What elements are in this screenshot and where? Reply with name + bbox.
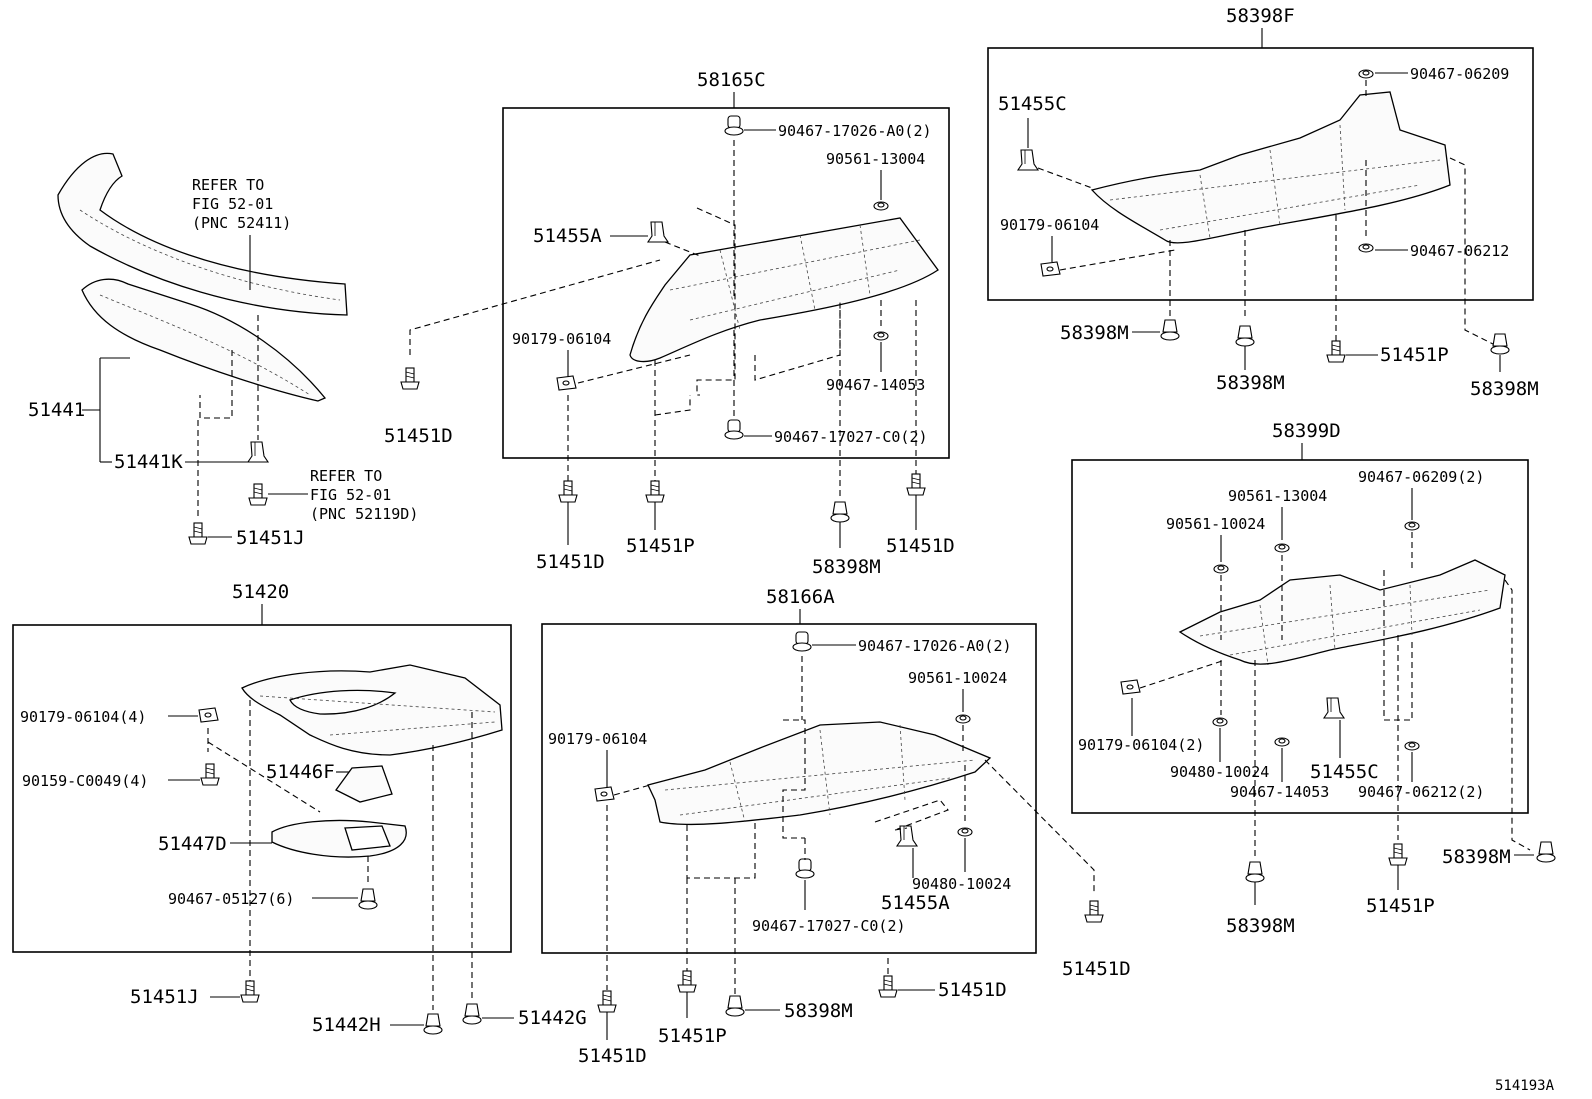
ref2-line2: FIG 52-01 xyxy=(310,486,391,504)
label-90467-06212-f: 90467-06212 xyxy=(1410,242,1509,260)
label-58398M-f2: 58398M xyxy=(1216,372,1285,394)
ref1-line2: FIG 52-01 xyxy=(192,195,273,213)
label-90561-10024-m: 90561-10024 xyxy=(908,669,1007,687)
label-51442G: 51442G xyxy=(518,1007,587,1029)
group-58166A: 58166A 90467-17026-A0(2) 90561-10024 901… xyxy=(541,586,1037,954)
label-90561-13004-d: 90561-13004 xyxy=(1228,487,1327,505)
label-90561-10024-d: 90561-10024 xyxy=(1166,515,1265,533)
label-51455C-f: 51455C xyxy=(998,93,1067,115)
label-58398M-f3: 58398M xyxy=(1470,378,1539,400)
label-51451J-top: 51451J xyxy=(236,527,305,549)
label-51451D-bot-m: 51451D xyxy=(578,1045,647,1067)
label-90480-10024-m: 90480-10024 xyxy=(912,875,1011,893)
ref2-line3: (PNC 52119D) xyxy=(310,505,418,523)
label-90179-06104-m: 90179-06104 xyxy=(548,730,647,748)
label-51446F: 51446F xyxy=(266,761,335,783)
group-title-58398F: 58398F xyxy=(1226,5,1295,27)
label-51451P-bot1: 51451P xyxy=(626,535,695,557)
label-90561-13004-a: 90561-13004 xyxy=(826,150,925,168)
label-51441K: 51441K xyxy=(114,451,183,473)
label-51451D-bot1: 51451D xyxy=(536,551,605,573)
figure-id: 514193A xyxy=(1495,1078,1555,1094)
label-51447D: 51447D xyxy=(158,833,227,855)
group-58399D: 58399D 90467-06209(2) 90561-13004 90561-… xyxy=(1071,420,1531,858)
ref1-line1: REFER TO xyxy=(192,176,264,194)
label-51442H: 51442H xyxy=(312,1014,381,1036)
label-90179-06104-d: 90179-06104(2) xyxy=(1078,736,1204,754)
label-51451D-bot2: 51451D xyxy=(886,535,955,557)
label-51451J-bot: 51451J xyxy=(130,986,199,1008)
label-90467-06209-f: 90467-06209 xyxy=(1410,65,1509,83)
label-51455A-m: 51455A xyxy=(881,892,950,914)
label-90467-06212-d: 90467-06212(2) xyxy=(1358,783,1484,801)
label-90467-14053-a: 90467-14053 xyxy=(826,376,925,394)
label-90179-06104-f: 90179-06104 xyxy=(1000,216,1099,234)
ref2-line1: REFER TO xyxy=(310,467,382,485)
label-58398M-side: 58398M xyxy=(1442,846,1511,868)
label-51451P-bot-d: 51451P xyxy=(1366,895,1435,917)
label-90467-14053-d: 90467-14053 xyxy=(1230,783,1329,801)
label-90467-06209-d: 90467-06209(2) xyxy=(1358,468,1484,486)
part-51441 xyxy=(81,278,327,402)
label-90179-06104-l: 90179-06104(4) xyxy=(20,708,146,726)
label-51441: 51441 xyxy=(28,399,85,421)
group-title-51420: 51420 xyxy=(232,581,289,603)
ref-note-2: REFER TO FIG 52-01 (PNC 52119D) xyxy=(310,467,418,523)
ref-note-1: REFER TO FIG 52-01 (PNC 52411) xyxy=(192,176,291,290)
label-51455A-a: 51455A xyxy=(533,225,602,247)
label-51451P-f: 51451P xyxy=(1380,344,1449,366)
group-title-58166A: 58166A xyxy=(766,586,835,608)
label-58398M-bot: 58398M xyxy=(1226,915,1295,937)
ref1-line3: (PNC 52411) xyxy=(192,214,291,232)
bumper-cover-part xyxy=(57,152,348,316)
label-90467-17026-A0-m: 90467-17026-A0(2) xyxy=(858,637,1012,655)
label-90467-17027-C0-a: 90467-17027-C0(2) xyxy=(774,428,928,446)
group-58398F: 58398F 90467-06209 51455C 90179-06104 90… xyxy=(987,5,1534,346)
group-title-58165C: 58165C xyxy=(697,69,766,91)
label-90467-05127-l: 90467-05127(6) xyxy=(168,890,294,908)
group-51420: 51420 90179-06104(4) 90159-C0049(4) 5144… xyxy=(12,581,512,1010)
label-58398M-bot1: 58398M xyxy=(812,556,881,578)
label-90467-17026-A0-a: 90467-17026-A0(2) xyxy=(778,122,932,140)
label-58398M-bot-m: 58398M xyxy=(784,1000,853,1022)
label-51451D-side-m: 51451D xyxy=(938,979,1007,1001)
label-51451D-left: 51451D xyxy=(384,425,453,447)
group-58165C: 58165C 90467-17026-A0(2) 90561-13004 514… xyxy=(502,69,950,500)
group-title-58399D: 58399D xyxy=(1272,420,1341,442)
label-90480-10024-d: 90480-10024 xyxy=(1170,763,1269,781)
label-90467-17027-C0-m: 90467-17027-C0(2) xyxy=(752,917,906,935)
label-90159-C0049-l: 90159-C0049(4) xyxy=(22,772,148,790)
label-51451P-bot-m: 51451P xyxy=(658,1025,727,1047)
label-90179-06104-a: 90179-06104 xyxy=(512,330,611,348)
label-51451D-right-m: 51451D xyxy=(1062,958,1131,980)
label-51455C-d: 51455C xyxy=(1310,761,1379,783)
label-58398M-f1: 58398M xyxy=(1060,322,1129,344)
